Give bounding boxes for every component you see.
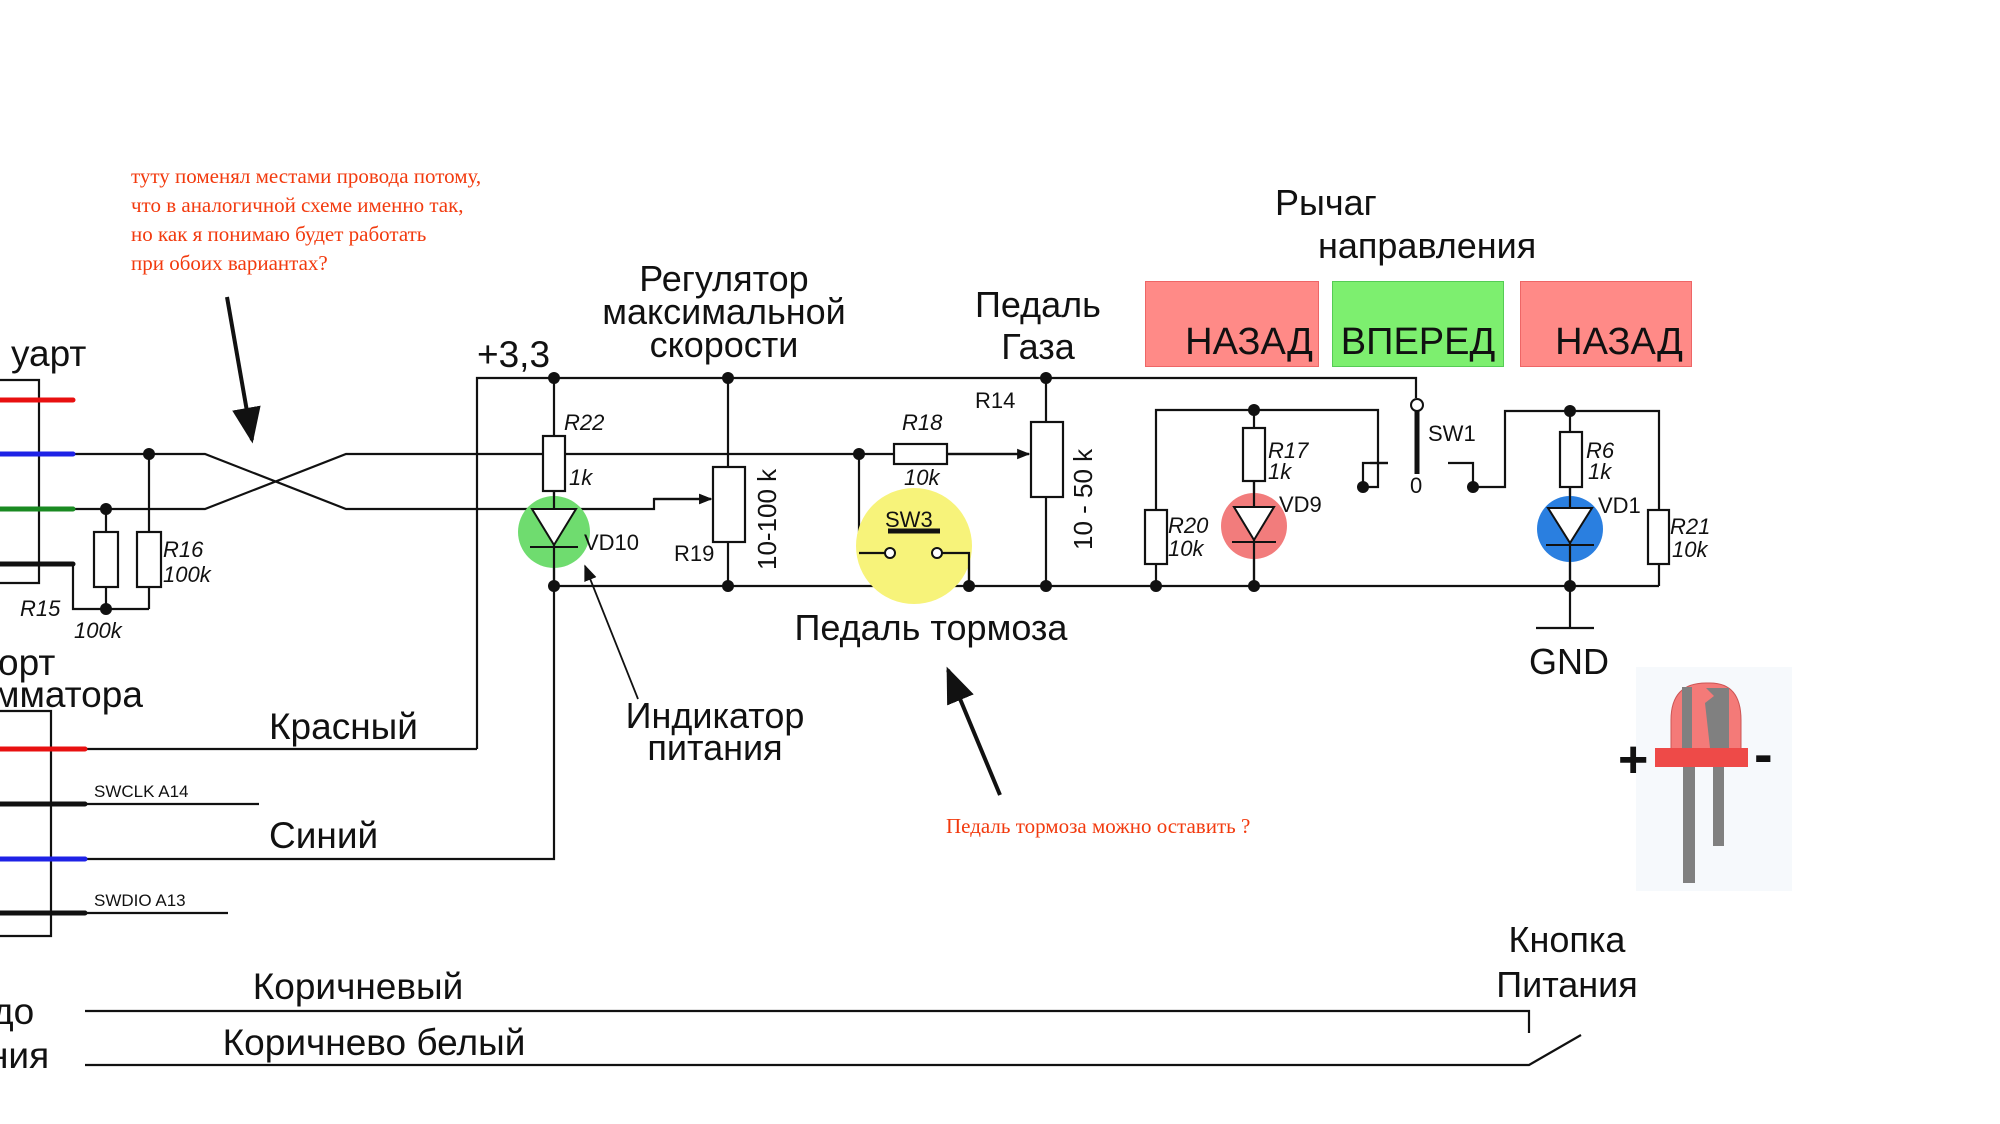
resistor-r22	[541, 434, 567, 493]
uart-label: и уарт	[0, 333, 87, 374]
r17-value: 1k	[1268, 459, 1292, 484]
direction-box-back-left: НАЗАД	[1145, 281, 1319, 367]
r6-value: 1k	[1588, 459, 1612, 484]
wire-brown-label: Коричневый	[252, 966, 464, 1007]
sw3-name: SW3	[885, 507, 933, 532]
r21-name: R21	[1670, 514, 1711, 539]
r21-value: 10k	[1672, 537, 1708, 562]
r20-value: 10k	[1168, 536, 1204, 561]
r17-name: R17	[1268, 438, 1309, 463]
uart-connector	[0, 378, 41, 585]
vd1-name: VD1	[1598, 493, 1641, 518]
r16-value: 100k	[163, 562, 211, 587]
r6-name: R6	[1586, 438, 1615, 463]
direction-box-back-right: НАЗАД	[1520, 281, 1692, 367]
sw1-contact-top	[1410, 398, 1424, 412]
direction-box-forward: ВПЕРЕД	[1332, 281, 1504, 367]
wire-brown-white	[85, 1034, 1582, 1067]
direction-lever-title-2: направления	[1318, 225, 1537, 266]
led-pinout-illustration	[1636, 667, 1792, 891]
power-button-title: Кнопка Питания	[1496, 919, 1638, 1005]
swclk-label: SWCLK A14	[94, 782, 189, 801]
diode-vd1	[1546, 507, 1594, 545]
wire-uart-tx	[73, 452, 713, 511]
resistor-r18	[892, 442, 949, 466]
brake-arrow	[946, 666, 1002, 796]
r14-value: 10 - 50 k	[1068, 448, 1098, 550]
r15-value: 100k	[74, 618, 122, 643]
r15-name: R15	[20, 596, 61, 621]
r18-name: R18	[902, 410, 943, 435]
r22-name: R22	[564, 410, 605, 435]
r19-value: 10-100 k	[752, 468, 782, 570]
supply-rail	[475, 376, 1418, 749]
r14-name: R14	[975, 388, 1016, 413]
gnd-label: GND	[1529, 641, 1609, 682]
sw3-contact-right	[931, 547, 943, 559]
brake-pedal-title: Педаль тормоза	[794, 607, 1068, 648]
potentiometer-r14	[1029, 420, 1065, 499]
potentiometer-r19	[711, 465, 747, 544]
vd9-name: VD9	[1279, 492, 1322, 517]
wire-brown-white-label: Коричнево белый	[222, 1022, 526, 1063]
resistor-r6	[1558, 430, 1584, 489]
swdio-label: SWDIO A13	[94, 891, 186, 910]
led-minus-sign: -	[1754, 722, 1773, 785]
wire-red-label: Красный	[269, 706, 418, 747]
sw3-highlight	[856, 488, 972, 604]
swap-arrow	[225, 296, 261, 444]
vd10-name: VD10	[584, 530, 640, 555]
wire-uart-rx	[73, 452, 859, 511]
r19-name: R19	[674, 541, 715, 566]
swap-note: туту поменял местами провода потому, что…	[131, 164, 482, 275]
led-plus-sign: +	[1618, 731, 1649, 789]
brake-note: Педаль тормоза можно оставить ?	[946, 814, 1251, 838]
indicator-arrow	[584, 564, 639, 700]
sw1-position: 0	[1410, 473, 1423, 498]
r22-value: 1k	[569, 465, 593, 490]
wire-blue-label: Синий	[269, 815, 379, 856]
supply-label: +3,3	[477, 334, 551, 375]
r18-value: 10k	[904, 465, 940, 490]
sw3-contact-left	[884, 547, 896, 559]
resistor-r16	[135, 530, 163, 589]
wire-brown	[85, 1009, 1531, 1033]
speed-regulator-title: Регулятор максимальной скорости	[602, 258, 846, 365]
power-label-1: до	[0, 991, 35, 1032]
sw1-name: SW1	[1428, 421, 1476, 446]
r16-name: R16	[163, 537, 204, 562]
resistor-r17	[1241, 426, 1267, 483]
r20-name: R20	[1168, 513, 1209, 538]
programmer-label-2: мматора	[0, 674, 143, 715]
resistor-r21	[1646, 508, 1671, 566]
power-indicator-title: Индикатор питания	[625, 695, 805, 768]
resistor-r15	[92, 530, 120, 589]
direction-lever-title-1: Рычаг	[1275, 182, 1377, 223]
power-label-2: ния	[0, 1035, 50, 1076]
diode-vd9	[1232, 506, 1276, 542]
gas-pedal-title: Педаль Газа	[975, 284, 1101, 367]
programmer-label-1: орт	[0, 642, 56, 683]
diode-vd10	[530, 508, 578, 547]
resistor-r20	[1143, 508, 1169, 566]
